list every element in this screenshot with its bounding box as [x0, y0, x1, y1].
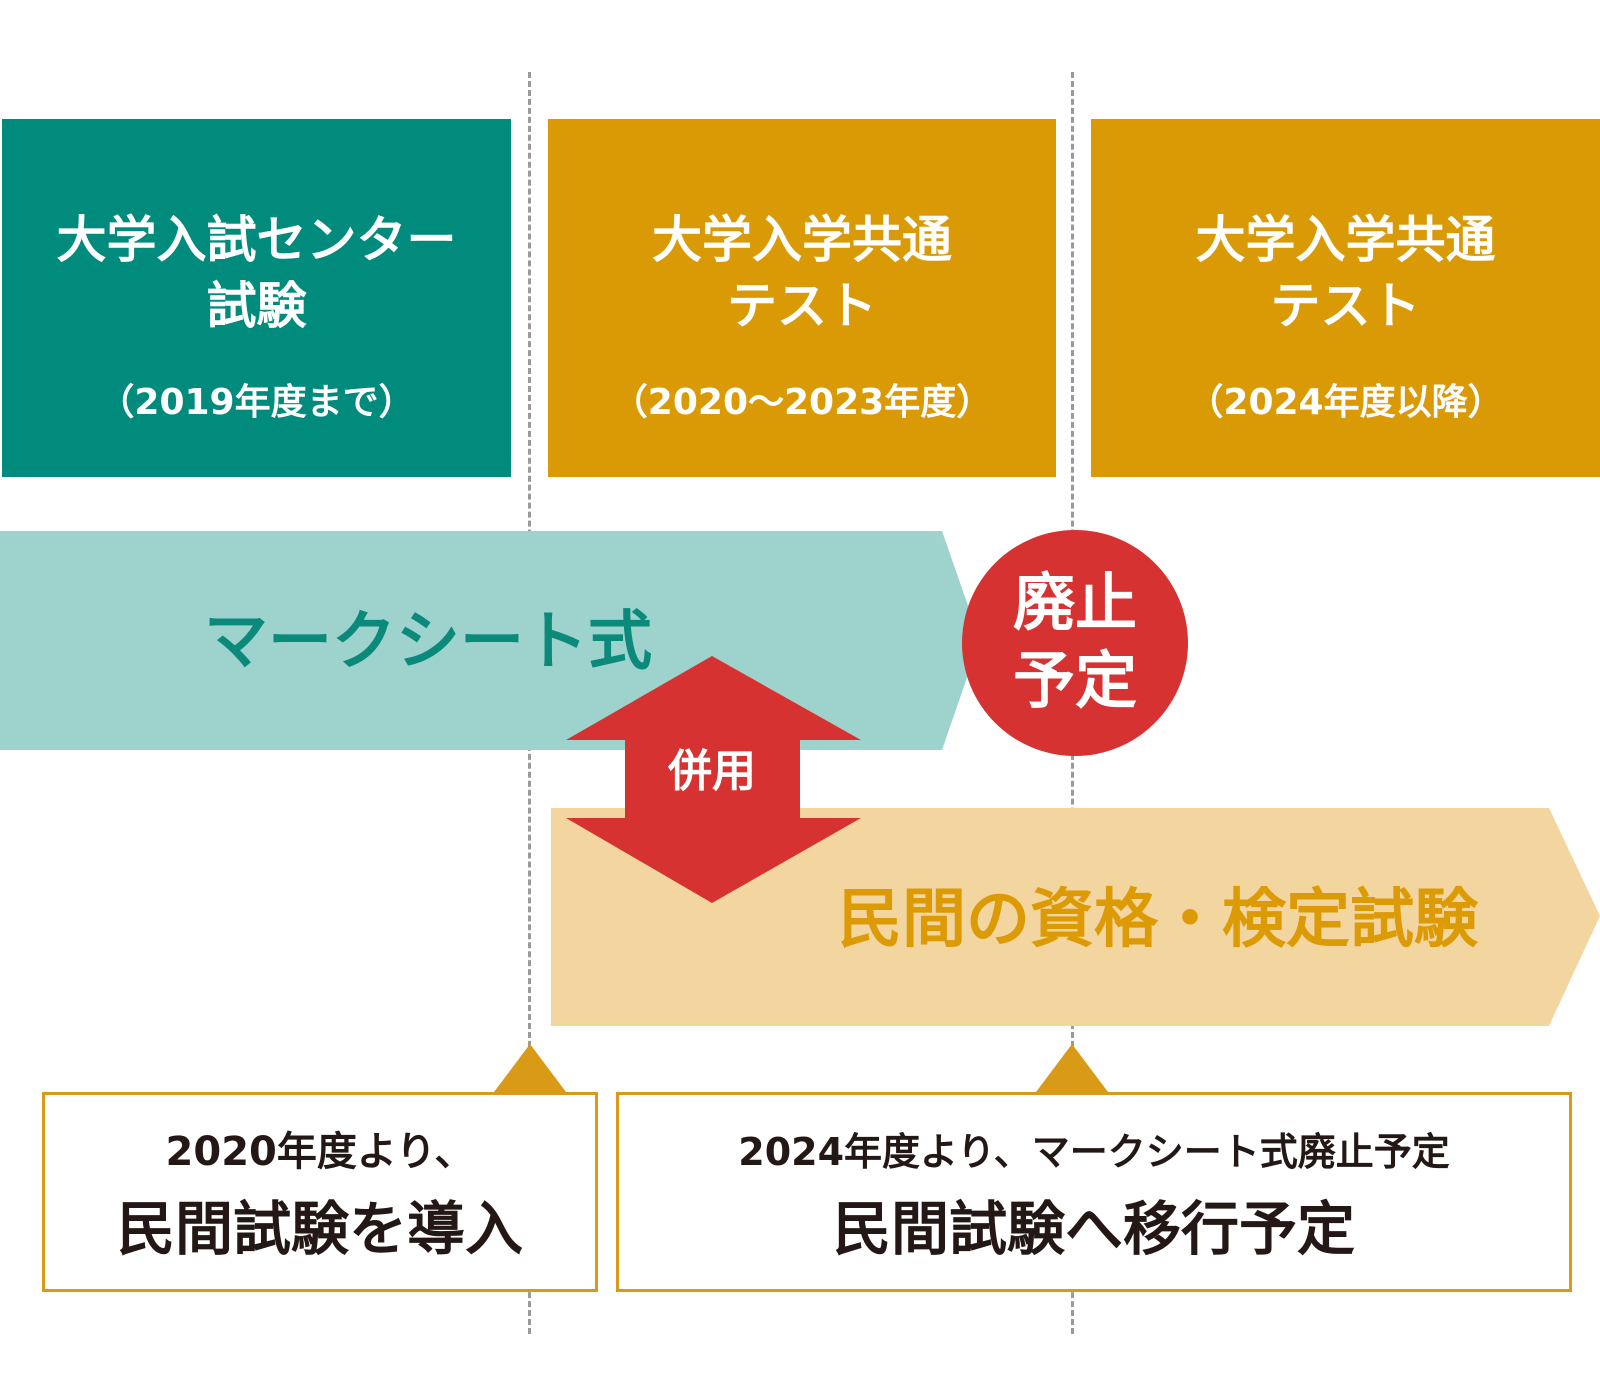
era-box-common-test-2024: 大学入学共通 テスト （2024年度以降） — [1091, 119, 1600, 477]
note-2024-line2: 民間試験へ移行予定 — [832, 1195, 1355, 1263]
era-period-center-test: （2019年度まで） — [98, 382, 415, 423]
note-2020: 2020年度より、 民間試験を導入 — [42, 1092, 598, 1292]
private-tests-label: 民間の資格・検定試験 — [838, 883, 1478, 957]
note-pointer-2024 — [1036, 1044, 1108, 1092]
era-box-common-test-2020: 大学入学共通 テスト （2020〜2023年度） — [548, 119, 1056, 477]
era-period-common-test-2024: （2024年度以降） — [1187, 382, 1504, 423]
abolish-badge: 廃止 予定 — [962, 530, 1188, 756]
era-title-center-test: 大学入試センター 試験 — [56, 211, 457, 335]
era-title-common-test-2020: 大学入学共通 テスト — [652, 211, 952, 335]
combined-use-double-arrow — [566, 656, 861, 903]
era-title-common-test-2024: 大学入学共通 テスト — [1195, 211, 1496, 335]
era-box-center-test: 大学入試センター 試験 （2019年度まで） — [2, 119, 511, 477]
note-2020-line1: 2020年度より、 — [165, 1129, 475, 1175]
private-test-band-arrow — [551, 808, 1600, 1026]
note-pointer-2020 — [494, 1044, 566, 1092]
abolish-badge-label: 廃止 予定 — [1012, 566, 1137, 717]
mark-sheet-label: マークシート式 — [204, 605, 652, 679]
era-period-common-test-2020: （2020〜2023年度） — [611, 382, 993, 423]
note-2020-line2: 民間試験を導入 — [116, 1195, 523, 1263]
note-2024: 2024年度より、マークシート式廃止予定 民間試験へ移行予定 — [616, 1092, 1572, 1292]
combined-use-label: 併用 — [668, 746, 756, 797]
note-2024-line1: 2024年度より、マークシート式廃止予定 — [738, 1130, 1450, 1174]
